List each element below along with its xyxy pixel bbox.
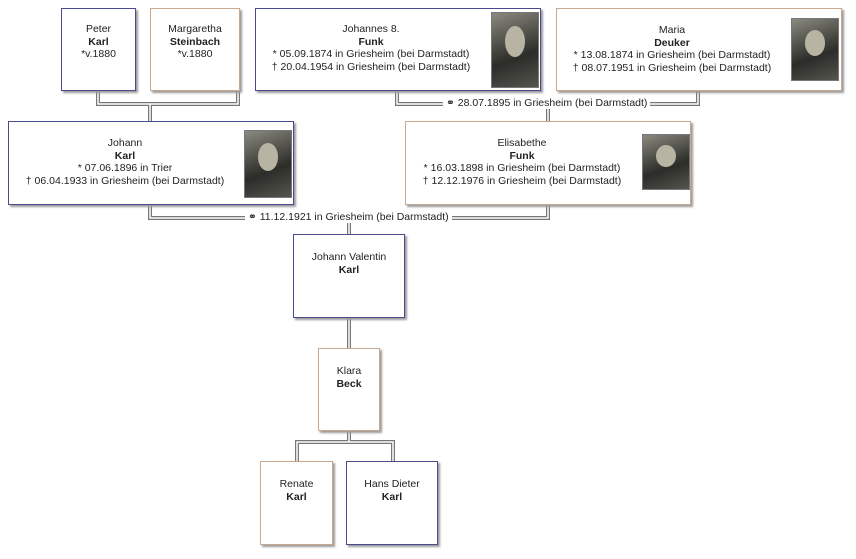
person-card-peter-karl[interactable]: Peter Karl *v.1880 <box>61 8 136 91</box>
death-icon: † <box>25 174 32 187</box>
surname: Karl <box>114 149 136 162</box>
birth-icon: * <box>81 48 86 60</box>
death-icon: † <box>422 174 429 187</box>
marriage-icon: ⚭ <box>446 97 455 109</box>
marriage-date: 28.07.1895 in Griesheim (bei Darmstadt) <box>457 97 648 109</box>
person-card-hans-dieter-karl[interactable]: Hans Dieter Karl <box>346 461 438 545</box>
surname: Beck <box>336 377 362 390</box>
person-card-johann-karl[interactable]: Johann Karl * 07.06.1896 in Trier † 06.0… <box>8 121 294 205</box>
birth-icon: * <box>177 48 182 60</box>
given-name: Peter <box>85 23 112 35</box>
given-name: Margaretha <box>168 23 222 35</box>
death-date: 20.04.1954 in Griesheim (bei Darmstadt) <box>280 60 471 73</box>
person-card-maria-deuker[interactable]: Maria Deuker * 13.08.1874 in Griesheim (… <box>556 8 842 91</box>
person-card-elisabethe-funk[interactable]: Elisabethe Funk * 16.03.1898 in Grieshei… <box>405 121 691 205</box>
birth-date: v.1880 <box>181 48 213 60</box>
birth-icon: * <box>573 49 578 61</box>
given-name: Klara <box>336 365 362 377</box>
person-card-johann-valentin-karl[interactable]: Johann Valentin Karl <box>293 234 405 318</box>
surname: Steinbach <box>169 35 221 48</box>
death-date: 12.12.1976 in Griesheim (bei Darmstadt) <box>431 174 622 187</box>
given-name: Johann Valentin <box>311 251 387 263</box>
death-icon: † <box>271 60 278 73</box>
given-name: Hans Dieter <box>364 478 420 490</box>
person-card-klara-beck[interactable]: Klara Beck <box>318 348 380 431</box>
portrait-photo <box>244 130 292 198</box>
surname: Karl <box>338 263 360 276</box>
surname: Funk <box>358 35 384 48</box>
given-name: Maria <box>658 24 686 36</box>
person-card-renate-karl[interactable]: Renate Karl <box>260 461 333 545</box>
person-card-johannes-funk[interactable]: Johannes 8. Funk * 05.09.1874 in Grieshe… <box>255 8 541 91</box>
surname: Karl <box>381 490 403 503</box>
surname: Karl <box>286 490 307 503</box>
birth-icon: * <box>272 48 277 60</box>
surname: Karl <box>88 35 109 48</box>
marriage-label-karl-funk: ⚭ 11.12.1921 in Griesheim (bei Darmstadt… <box>245 211 452 223</box>
birth-icon: * <box>77 162 82 174</box>
marriage-icon: ⚭ <box>248 211 257 223</box>
birth-date: 16.03.1898 in Griesheim (bei Darmstadt) <box>430 162 621 174</box>
given-name: Johannes 8. <box>342 23 400 35</box>
given-name: Johann <box>107 137 143 149</box>
given-name: Elisabethe <box>497 137 547 149</box>
death-icon: † <box>572 61 579 74</box>
birth-icon: * <box>423 162 428 174</box>
birth-date: v.1880 <box>85 48 116 60</box>
birth-date: 07.06.1896 in Trier <box>84 162 173 174</box>
given-name: Renate <box>279 478 314 490</box>
marriage-date: 11.12.1921 in Griesheim (bei Darmstadt) <box>259 211 449 223</box>
surname: Deuker <box>654 36 690 49</box>
portrait-photo <box>491 12 539 88</box>
person-card-margaretha-steinbach[interactable]: Margaretha Steinbach *v.1880 <box>150 8 240 91</box>
marriage-label-funk-deuker: ⚭ 28.07.1895 in Griesheim (bei Darmstadt… <box>443 97 651 109</box>
birth-date: 13.08.1874 in Griesheim (bei Darmstadt) <box>580 49 771 61</box>
surname: Funk <box>509 149 535 162</box>
death-date: 06.04.1933 in Griesheim (bei Darmstadt) <box>34 174 225 187</box>
portrait-photo <box>791 18 839 81</box>
portrait-photo <box>642 134 690 190</box>
death-date: 08.07.1951 in Griesheim (bei Darmstadt) <box>581 61 772 74</box>
birth-date: 05.09.1874 in Griesheim (bei Darmstadt) <box>279 48 470 60</box>
